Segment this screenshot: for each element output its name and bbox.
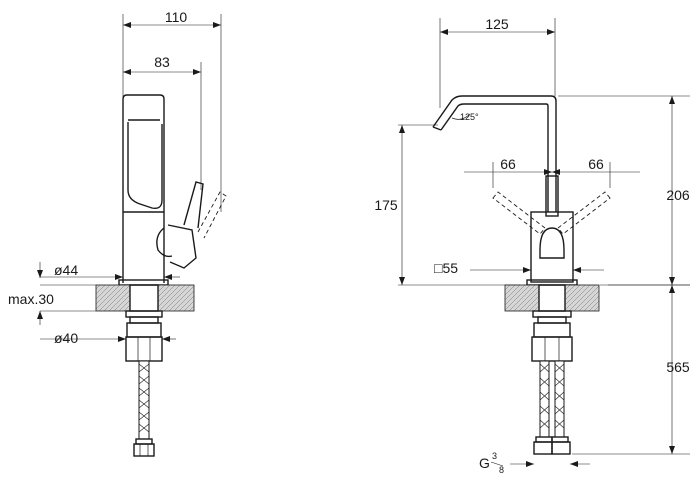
dim-handle-right: 66 — [552, 156, 640, 188]
front-spout: 125° — [432, 95, 557, 212]
label-83: 83 — [154, 54, 170, 70]
label-d40: ø40 — [54, 330, 78, 346]
label-g-den: 8 — [499, 465, 504, 475]
dim-handle-left: 66 — [464, 156, 552, 188]
dim-spout-reach: 83 — [123, 54, 201, 75]
label-175: 175 — [374, 197, 398, 213]
dim-outlet-height: 175 — [374, 124, 520, 286]
side-deck — [95, 284, 195, 312]
front-view: 125 125° 66 66 — [374, 16, 690, 475]
label-125: 125 — [485, 16, 509, 32]
label-125-angle: 125° — [460, 112, 479, 122]
side-faucet-body — [118, 94, 227, 286]
label-g-num: 3 — [492, 451, 497, 461]
dim-hose-length: 565 — [572, 284, 690, 455]
side-view: 110 83 — [8, 9, 227, 457]
label-206: 206 — [666, 187, 690, 203]
front-deck — [504, 284, 600, 312]
front-handle-alt — [492, 191, 611, 235]
label-565: 565 — [666, 359, 690, 375]
front-faucet-body — [526, 175, 578, 286]
side-hose — [133, 360, 155, 457]
dim-max-deck: max.30 — [8, 284, 96, 325]
dim-shank-diameter: ø40 — [40, 330, 176, 346]
dim-base-square: □55 — [434, 260, 604, 276]
label-66-right: 66 — [588, 156, 604, 172]
label-g: G — [479, 455, 490, 471]
dim-body-diameter: ø44 — [37, 262, 180, 280]
side-shank — [125, 284, 163, 362]
dim-spout-width: 125 — [439, 16, 556, 108]
label-sq55: □55 — [434, 260, 458, 276]
front-hoses — [533, 360, 571, 455]
dim-overall-width: 110 — [123, 9, 221, 28]
dim-connection: G 3 8 — [479, 451, 590, 475]
front-shank — [531, 284, 573, 362]
label-d44: ø44 — [54, 262, 78, 278]
dim-total-height: 206 — [558, 95, 690, 286]
label-66-left: 66 — [500, 156, 516, 172]
label-110: 110 — [165, 9, 188, 25]
label-max30: max.30 — [8, 291, 54, 307]
